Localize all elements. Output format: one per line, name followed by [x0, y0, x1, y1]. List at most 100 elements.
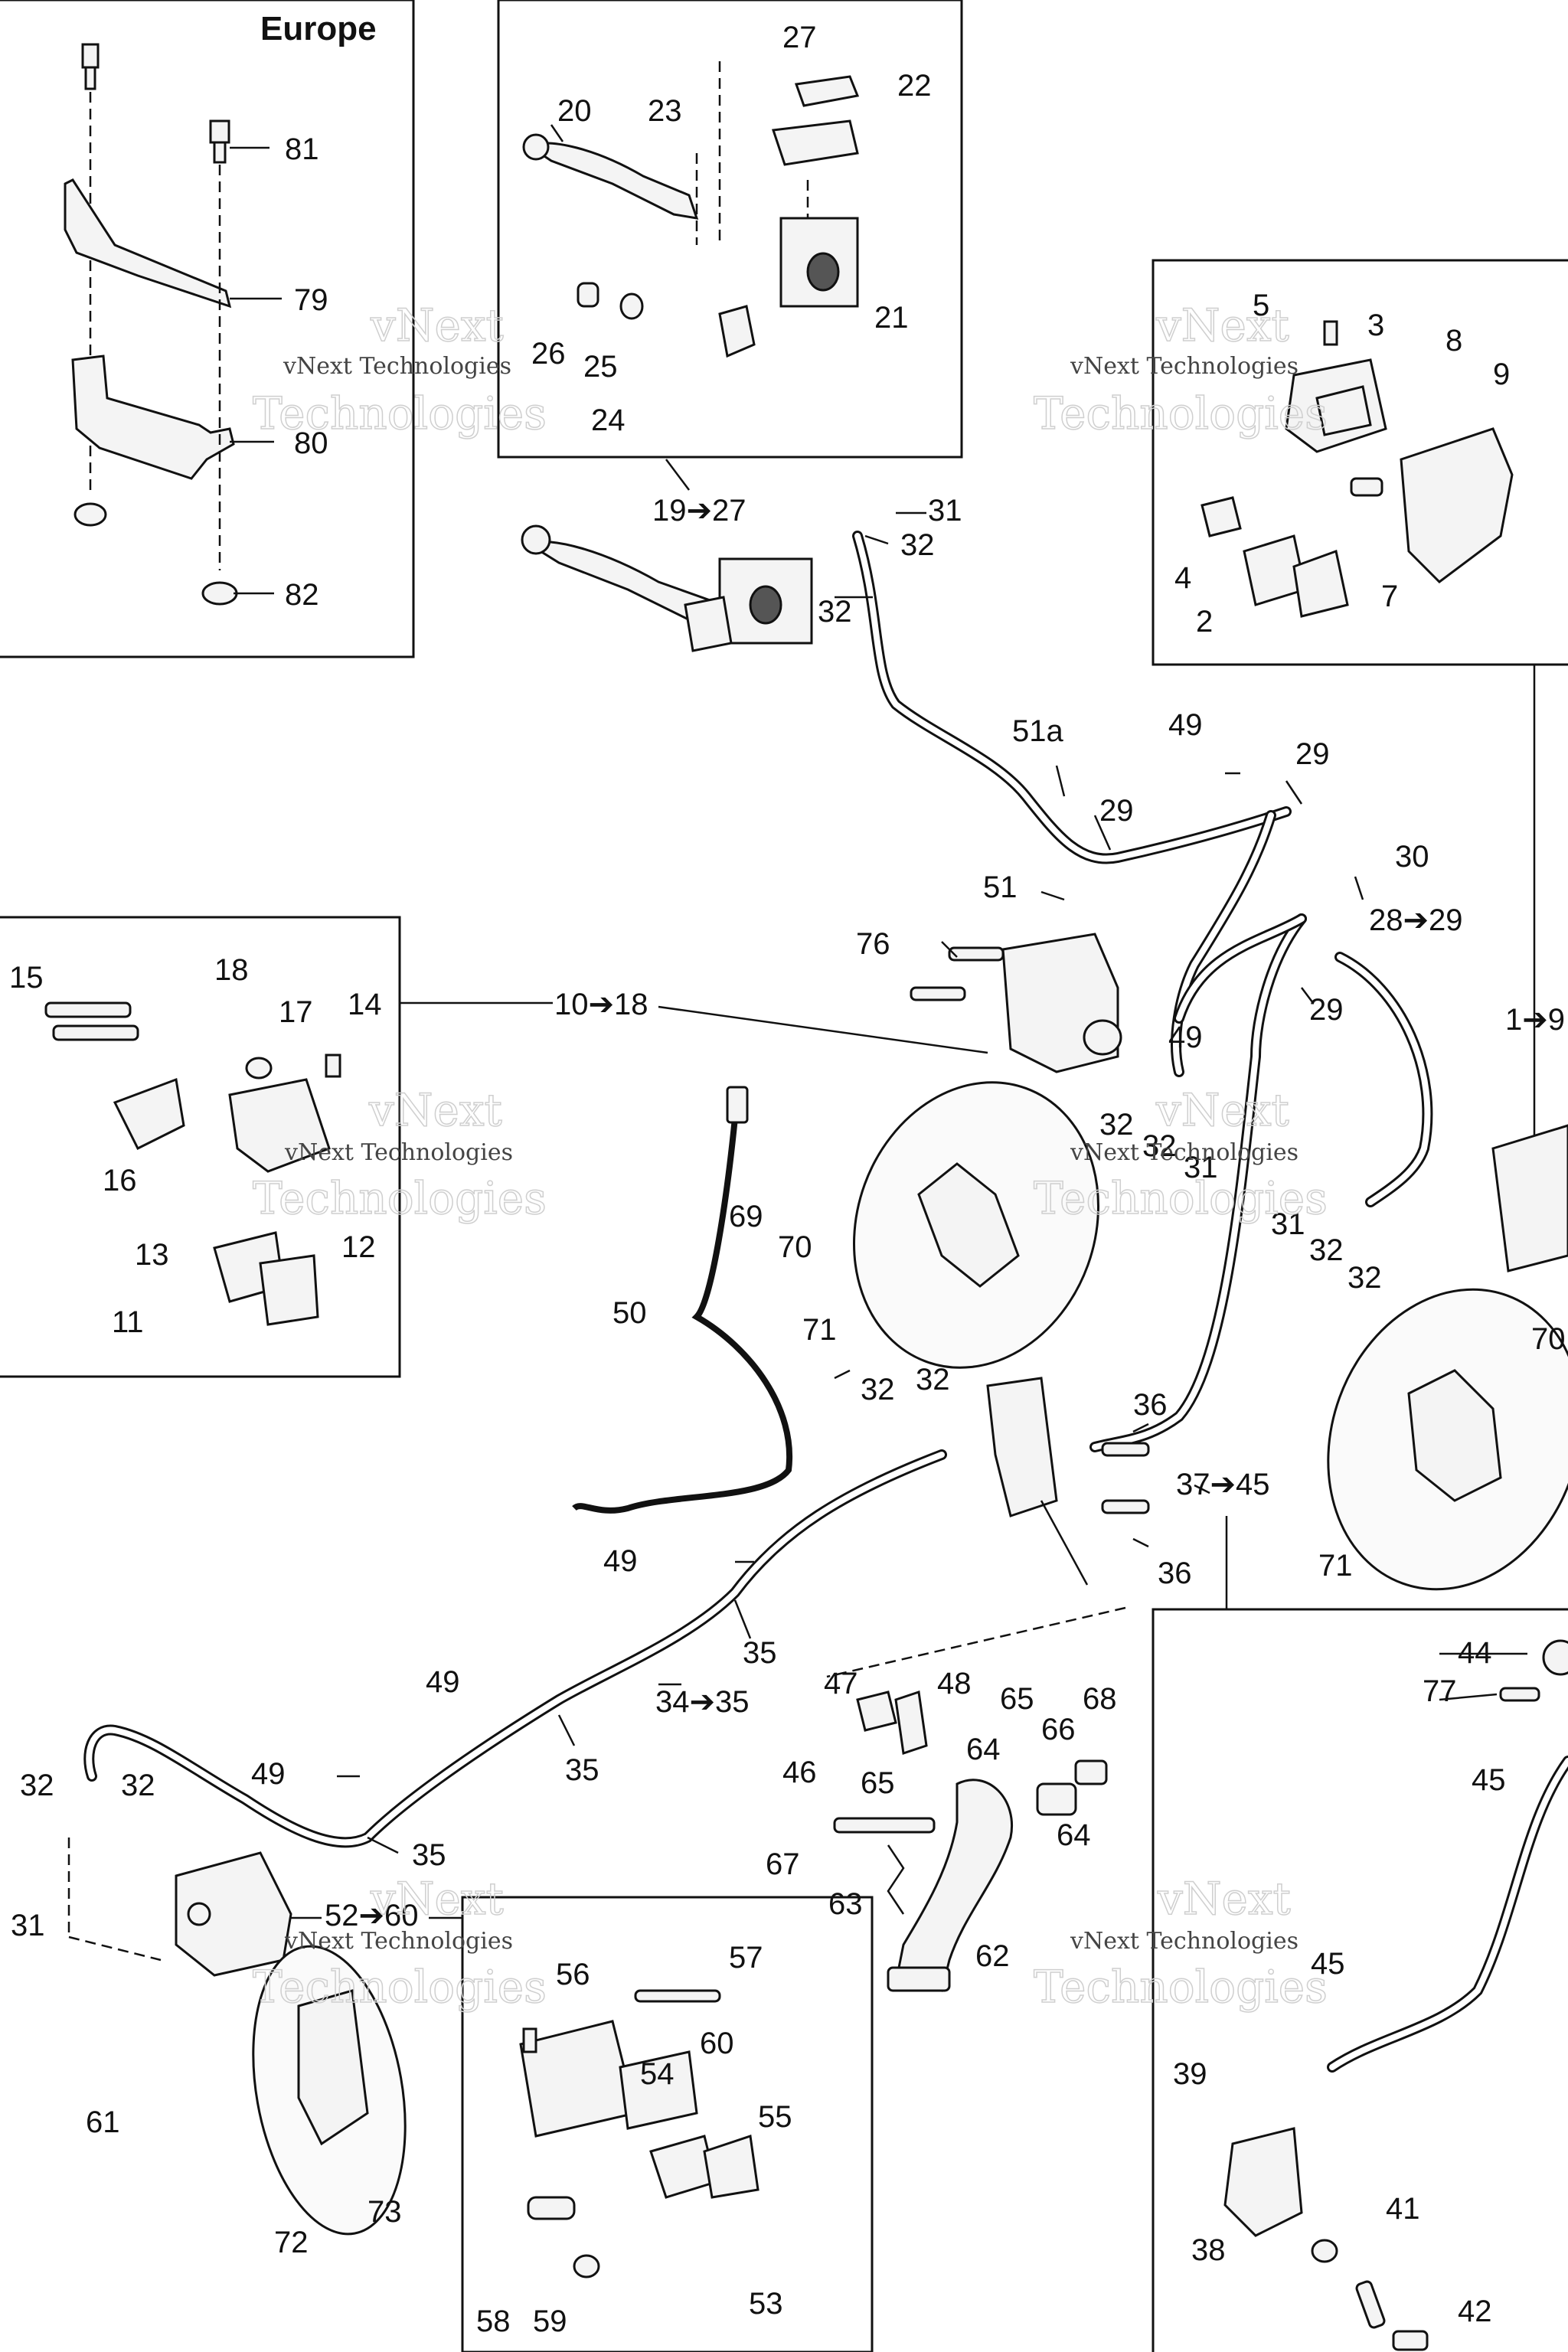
callout-29: 29	[1295, 737, 1330, 771]
callout-63: 63	[828, 1887, 863, 1921]
label-81: 81	[285, 132, 319, 166]
proportioning-valve	[826, 1377, 1150, 1678]
callout-35: 35	[743, 1636, 777, 1670]
label-60: 60	[700, 2027, 734, 2060]
europe-title: Europe	[260, 10, 377, 47]
label-20: 20	[557, 94, 592, 128]
callout-68: 68	[1083, 1682, 1117, 1716]
callout-73: 73	[368, 2195, 402, 2229]
watermark-tech: Technologies	[1034, 1172, 1328, 1224]
label-4: 4	[1174, 561, 1191, 595]
watermark-tech: Technologies	[253, 1172, 547, 1224]
callout-49: 49	[603, 1544, 638, 1578]
label-45-top: 45	[1472, 1763, 1506, 1797]
callout-70: 70	[778, 1230, 812, 1264]
callout-72: 72	[274, 2226, 309, 2259]
label-77: 77	[1423, 1674, 1457, 1708]
label-59: 59	[533, 2305, 567, 2338]
left-caliper-inset: 15 18 17 14 16 12 13 11	[0, 916, 553, 1378]
callout-71: 71	[1318, 1549, 1353, 1583]
watermark-tech: Technologies	[1034, 387, 1328, 439]
callout-32: 32	[20, 1769, 54, 1802]
range-28-29: 28➔29	[1369, 903, 1463, 937]
callout-35: 35	[565, 1753, 599, 1787]
callout-31: 31	[11, 1909, 45, 1942]
callout-32: 32	[121, 1769, 155, 1802]
callout-32: 32	[1348, 1261, 1382, 1295]
range-10-18: 10➔18	[554, 988, 648, 1021]
label-57: 57	[729, 1941, 763, 1975]
label-42: 42	[1458, 2295, 1492, 2328]
label-7: 7	[1381, 580, 1398, 613]
watermark-vnext: vNext	[370, 299, 504, 351]
callout-30: 30	[1395, 840, 1429, 874]
callout-32: 32	[1099, 1108, 1134, 1142]
callout-66: 66	[1041, 1713, 1076, 1746]
front-left-disc	[853, 1081, 1099, 1369]
callout-65: 65	[1000, 1682, 1034, 1716]
rear-caliper: 52➔60	[67, 1838, 462, 1977]
label-39: 39	[1173, 2057, 1207, 2091]
label-45-mid: 45	[1311, 1947, 1345, 1981]
label-27: 27	[782, 21, 817, 54]
callout-76: 76	[856, 927, 890, 961]
callout-49: 49	[426, 1665, 460, 1699]
callout-29: 29	[1099, 794, 1134, 828]
callout-49: 49	[1168, 708, 1203, 742]
label-11: 11	[112, 1305, 144, 1339]
brake-light-switch-harness	[572, 1086, 793, 1514]
front-master-cylinder: 19➔27	[521, 459, 813, 652]
callout-67: 67	[766, 1847, 800, 1881]
label-23: 23	[648, 94, 682, 128]
callout-62: 62	[975, 1939, 1010, 1973]
callout-51: 51	[983, 871, 1018, 904]
callout-31: 31	[1271, 1207, 1305, 1241]
watermark-vnext-tech: vNext Technologies	[1070, 1928, 1298, 1955]
label-5: 5	[1253, 289, 1269, 322]
range-37-45: 37➔45	[1176, 1468, 1270, 1501]
label-15: 15	[9, 961, 44, 995]
callout-32: 32	[1309, 1233, 1344, 1267]
callout-71: 71	[802, 1313, 837, 1347]
callout-49: 49	[1168, 1021, 1203, 1054]
callout-32: 32	[1142, 1129, 1177, 1163]
label-79: 79	[294, 283, 328, 317]
callout-31: 31	[1184, 1151, 1218, 1184]
range-52-60: 52➔60	[325, 1899, 419, 1932]
callout-47: 47	[824, 1667, 858, 1700]
label-24: 24	[591, 403, 626, 437]
callout-numbers: 31 32 32 51a 49 29 29 51 30 76 49 29 32 …	[11, 494, 1566, 2259]
callout-46: 46	[782, 1756, 817, 1789]
label-13: 13	[135, 1238, 169, 1272]
range-34-35: 34➔35	[655, 1685, 750, 1719]
watermark-vnext: vNext	[1157, 1873, 1291, 1925]
callout-29: 29	[1309, 993, 1344, 1027]
watermark-vnext: vNext	[370, 1873, 504, 1925]
rear-disc	[252, 1945, 407, 2236]
label-12: 12	[341, 1230, 376, 1264]
callout-50: 50	[612, 1296, 647, 1330]
callout-64: 64	[966, 1733, 1001, 1766]
rear-caliper-inset: 56 57 54 60 55 58 59 53	[461, 1896, 874, 2352]
watermark-vnext-tech: vNext Technologies	[1070, 1139, 1298, 1166]
range-19-27: 19➔27	[652, 494, 746, 528]
label-9: 9	[1493, 358, 1510, 391]
brake-pedal	[833, 1690, 1108, 1992]
label-25: 25	[583, 350, 618, 384]
callout-69: 69	[729, 1200, 763, 1233]
label-54: 54	[640, 2057, 675, 2091]
watermark-vnext-tech: vNext Technologies	[1070, 353, 1298, 380]
callout-31: 31	[928, 494, 962, 528]
label-56: 56	[556, 1958, 590, 1991]
label-16: 16	[103, 1164, 137, 1197]
callout-36: 36	[1133, 1388, 1168, 1422]
callout-70: 70	[1531, 1322, 1566, 1356]
callout-32: 32	[900, 528, 935, 562]
rear-brake-line	[83, 1449, 947, 1848]
label-55: 55	[758, 2100, 792, 2134]
callout-61: 61	[86, 2105, 120, 2139]
watermark-tech: Technologies	[1034, 1961, 1328, 2013]
label-41: 41	[1386, 2192, 1420, 2226]
label-14: 14	[348, 988, 382, 1021]
